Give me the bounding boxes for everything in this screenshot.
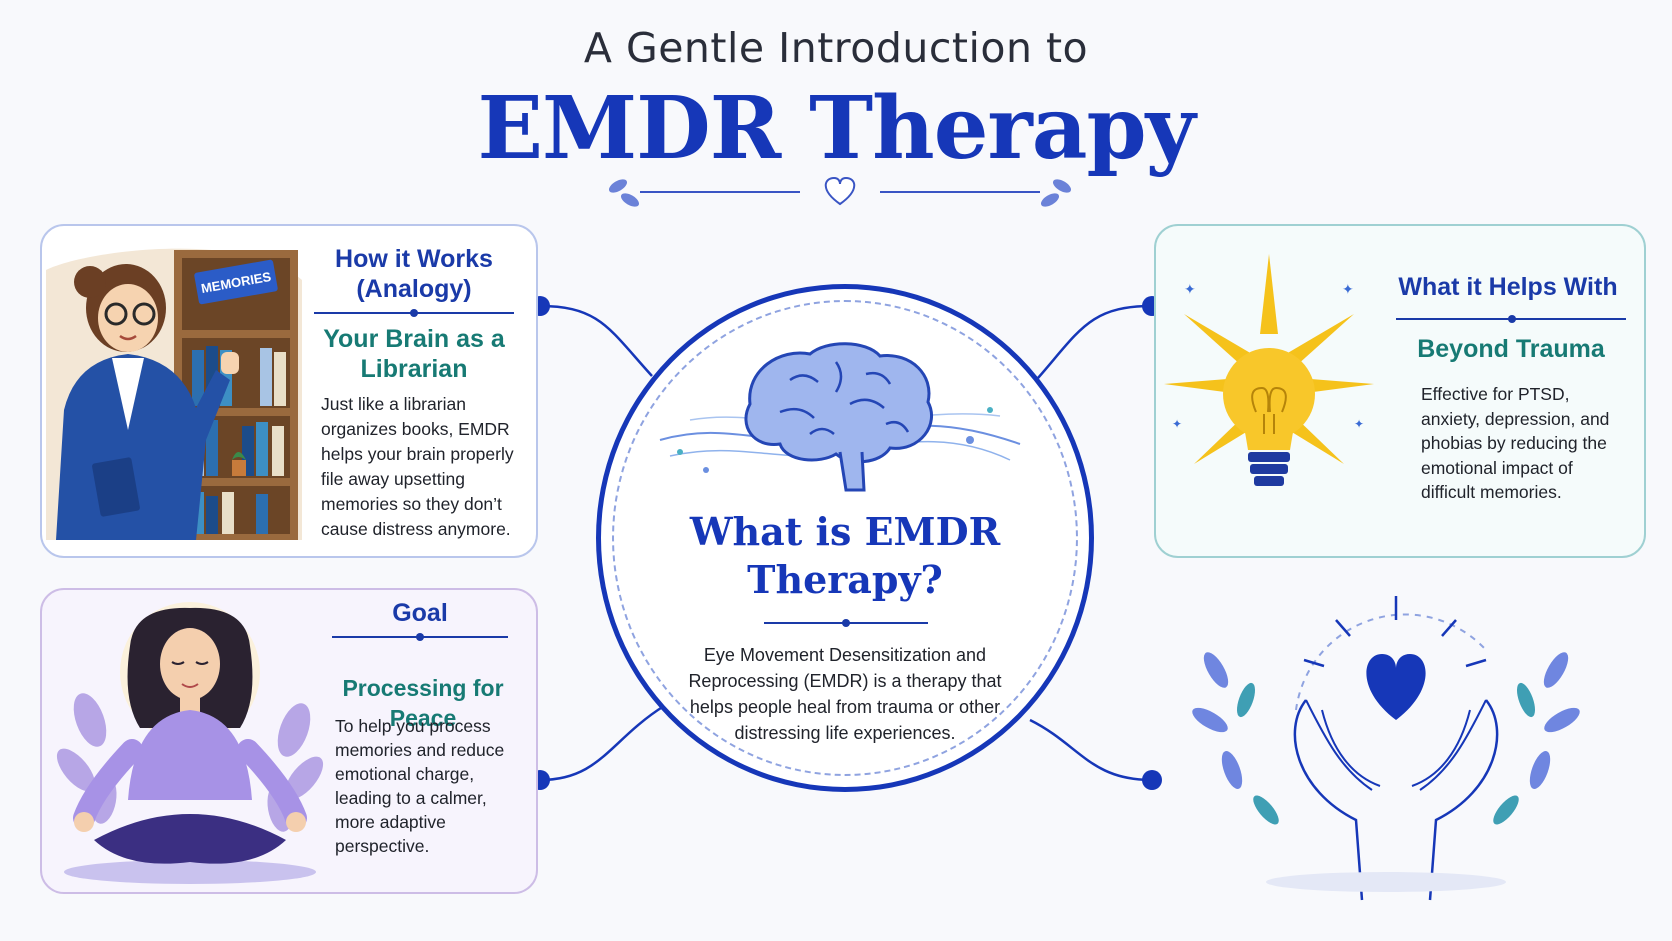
works-heading: How it Works (Analogy) (335, 245, 493, 303)
brain-icon (659, 342, 1021, 492)
page-title: EMDR Therapy (477, 78, 1195, 179)
meditation-illustration (56, 602, 324, 884)
center-description: Eye Movement Desensitization and Reproce… (688, 645, 1002, 743)
works-divider-dot (410, 309, 418, 317)
goal-subheading: Processing for Peace (342, 675, 504, 731)
goal-heading: Goal (392, 599, 448, 627)
works-subheading: Your Brain as a Librarian (323, 325, 505, 383)
svg-text:✦: ✦ (1342, 282, 1354, 298)
librarian-illustration: MEMORIES (46, 248, 302, 541)
lightbulb-icon: ✦ ✦ ✦ ✦ (1164, 254, 1374, 486)
center-circle-inner-ring (612, 300, 1078, 776)
goal-divider-dot (416, 633, 424, 641)
center-title: What is EMDR Therapy? (689, 509, 1001, 602)
svg-text:✦: ✦ (1172, 417, 1182, 431)
header-subtitle: A Gentle Introduction to (583, 24, 1089, 72)
goal-body: To help you process memories and reduce … (335, 716, 505, 856)
helps-heading: What it Helps With (1398, 273, 1618, 301)
helps-subheading: Beyond Trauma (1417, 335, 1605, 363)
helps-divider-dot (1508, 315, 1516, 323)
hands-heart-icon (1192, 596, 1580, 901)
works-body: Just like a librarian organizes books, E… (321, 394, 514, 539)
helps-body: Effective for PTSD, anxiety, depression,… (1421, 384, 1610, 502)
svg-text:✦: ✦ (1184, 282, 1196, 298)
center-divider-dot (842, 619, 850, 627)
heart-flourish-icon (608, 176, 1072, 207)
svg-text:✦: ✦ (1354, 417, 1364, 431)
